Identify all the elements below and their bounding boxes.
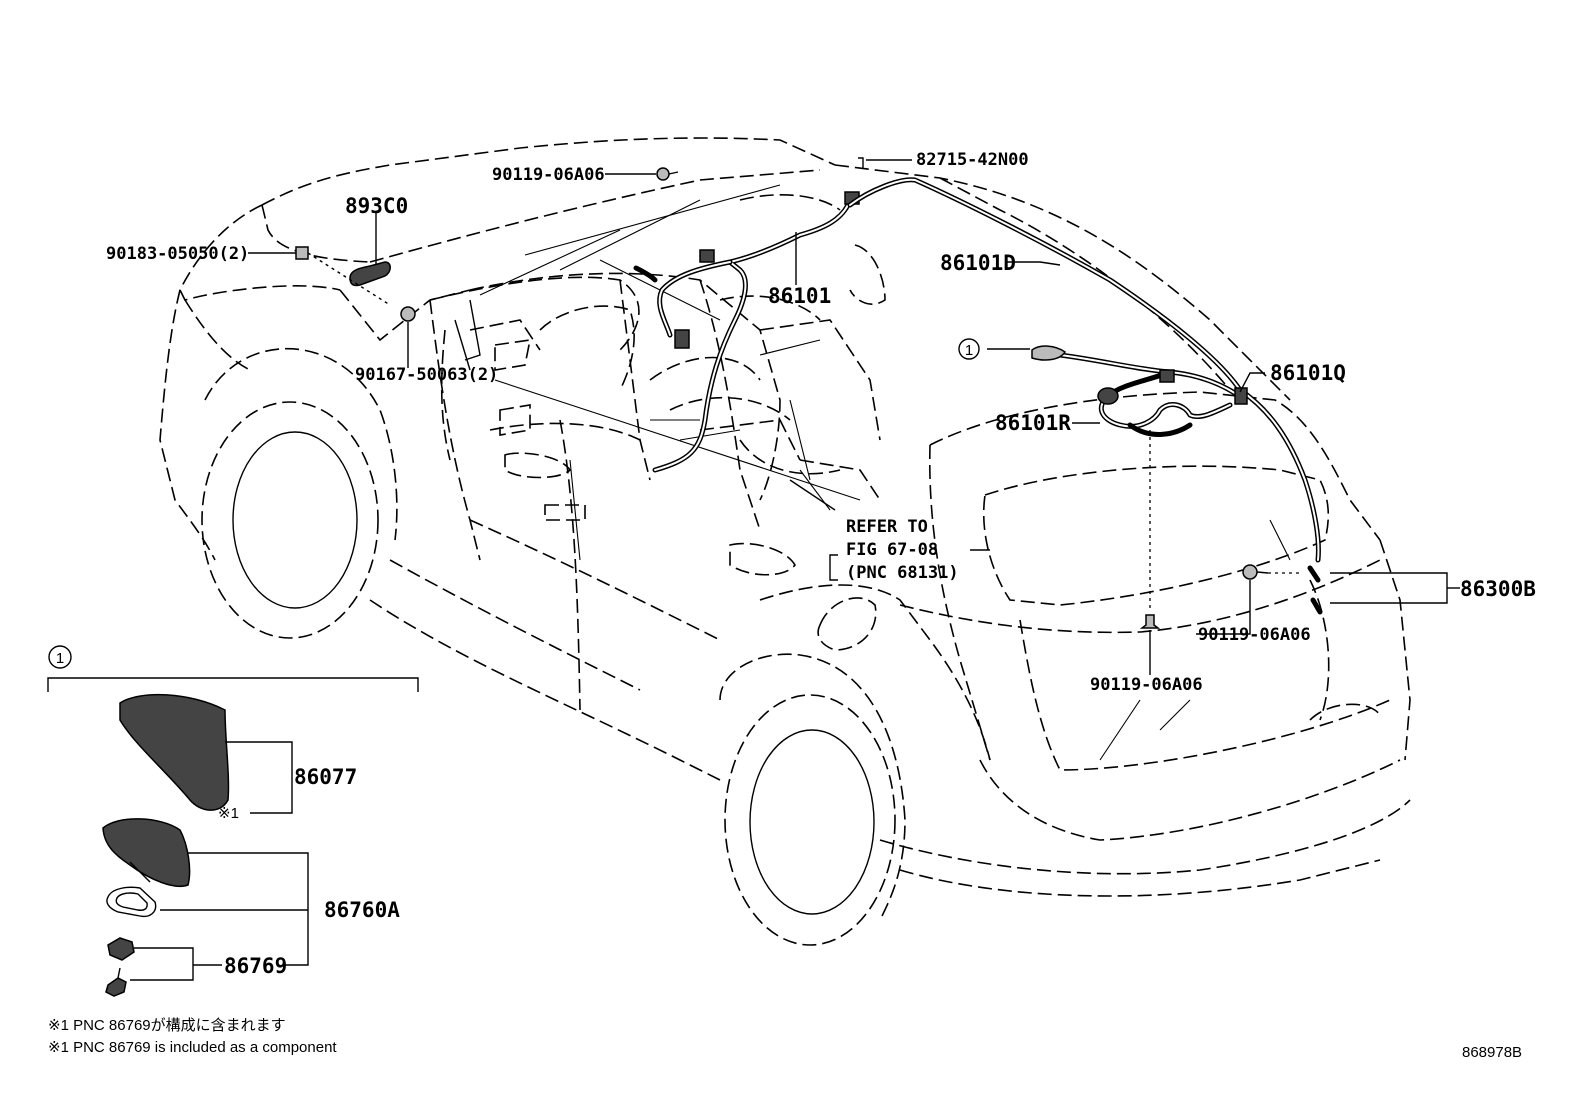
- label-86769: 86769: [224, 954, 287, 978]
- vehicle-outline: [159, 137, 1411, 946]
- label-90183-05050: 90183-05050(2): [106, 244, 249, 264]
- figure-id: 868978B: [1462, 1044, 1522, 1061]
- antenna-base-86760A: [102, 818, 191, 887]
- label-90167-50063: 90167-50063(2): [355, 365, 498, 385]
- antenna-screw-86769: [105, 977, 127, 997]
- label-fig-67-08: FIG 67-08: [846, 540, 938, 560]
- callout-1-number: 1: [965, 342, 973, 359]
- label-90119-06A06-top: 90119-06A06: [492, 165, 605, 185]
- label-86101D: 86101D: [940, 251, 1016, 275]
- shark-fin-cover-86077: [119, 693, 230, 811]
- label-82715-42N00: 82715-42N00: [916, 150, 1029, 170]
- antenna-gasket: [106, 886, 157, 918]
- detail-1-shark-fin-antenna: 1 ※1 86077 86760A 86769: [47, 645, 419, 997]
- footnote-mark: ※1: [218, 805, 239, 822]
- antenna-nut-86769: [107, 937, 135, 961]
- footnote-english: ※1 PNC 86769 is included as a component: [48, 1039, 337, 1056]
- callout-1-on-vehicle: 1: [958, 338, 980, 360]
- part-labels: 82715-42N00 90119-06A06 893C0 90183-0505…: [106, 150, 1536, 695]
- label-86101Q: 86101Q: [1270, 361, 1346, 385]
- antenna-cord-86101Q: [1057, 352, 1248, 405]
- footnote-japanese: ※1 PNC 86769が構成に含まれます: [48, 1017, 286, 1034]
- callout-1-detail-number: 1: [56, 650, 64, 667]
- label-86077: 86077: [294, 765, 357, 789]
- label-86101: 86101: [768, 284, 831, 308]
- antenna-cord-86101D: [847, 177, 1321, 563]
- label-90119-06A06-low: 90119-06A06: [1090, 675, 1203, 695]
- label-pnc-68131: (PNC 68131): [846, 563, 959, 583]
- label-893C0: 893C0: [345, 194, 408, 218]
- label-refer-to: REFER TO: [846, 517, 928, 537]
- label-86101R: 86101R: [995, 411, 1071, 435]
- label-86760A: 86760A: [324, 898, 400, 922]
- antenna-cord-86101: [633, 191, 860, 473]
- leader-lines: [248, 159, 1460, 675]
- antenna-cord-86101R: [1097, 387, 1233, 437]
- label-86300B: 86300B: [1460, 577, 1536, 601]
- label-90119-06A06-mid: 90119-06A06: [1198, 625, 1311, 645]
